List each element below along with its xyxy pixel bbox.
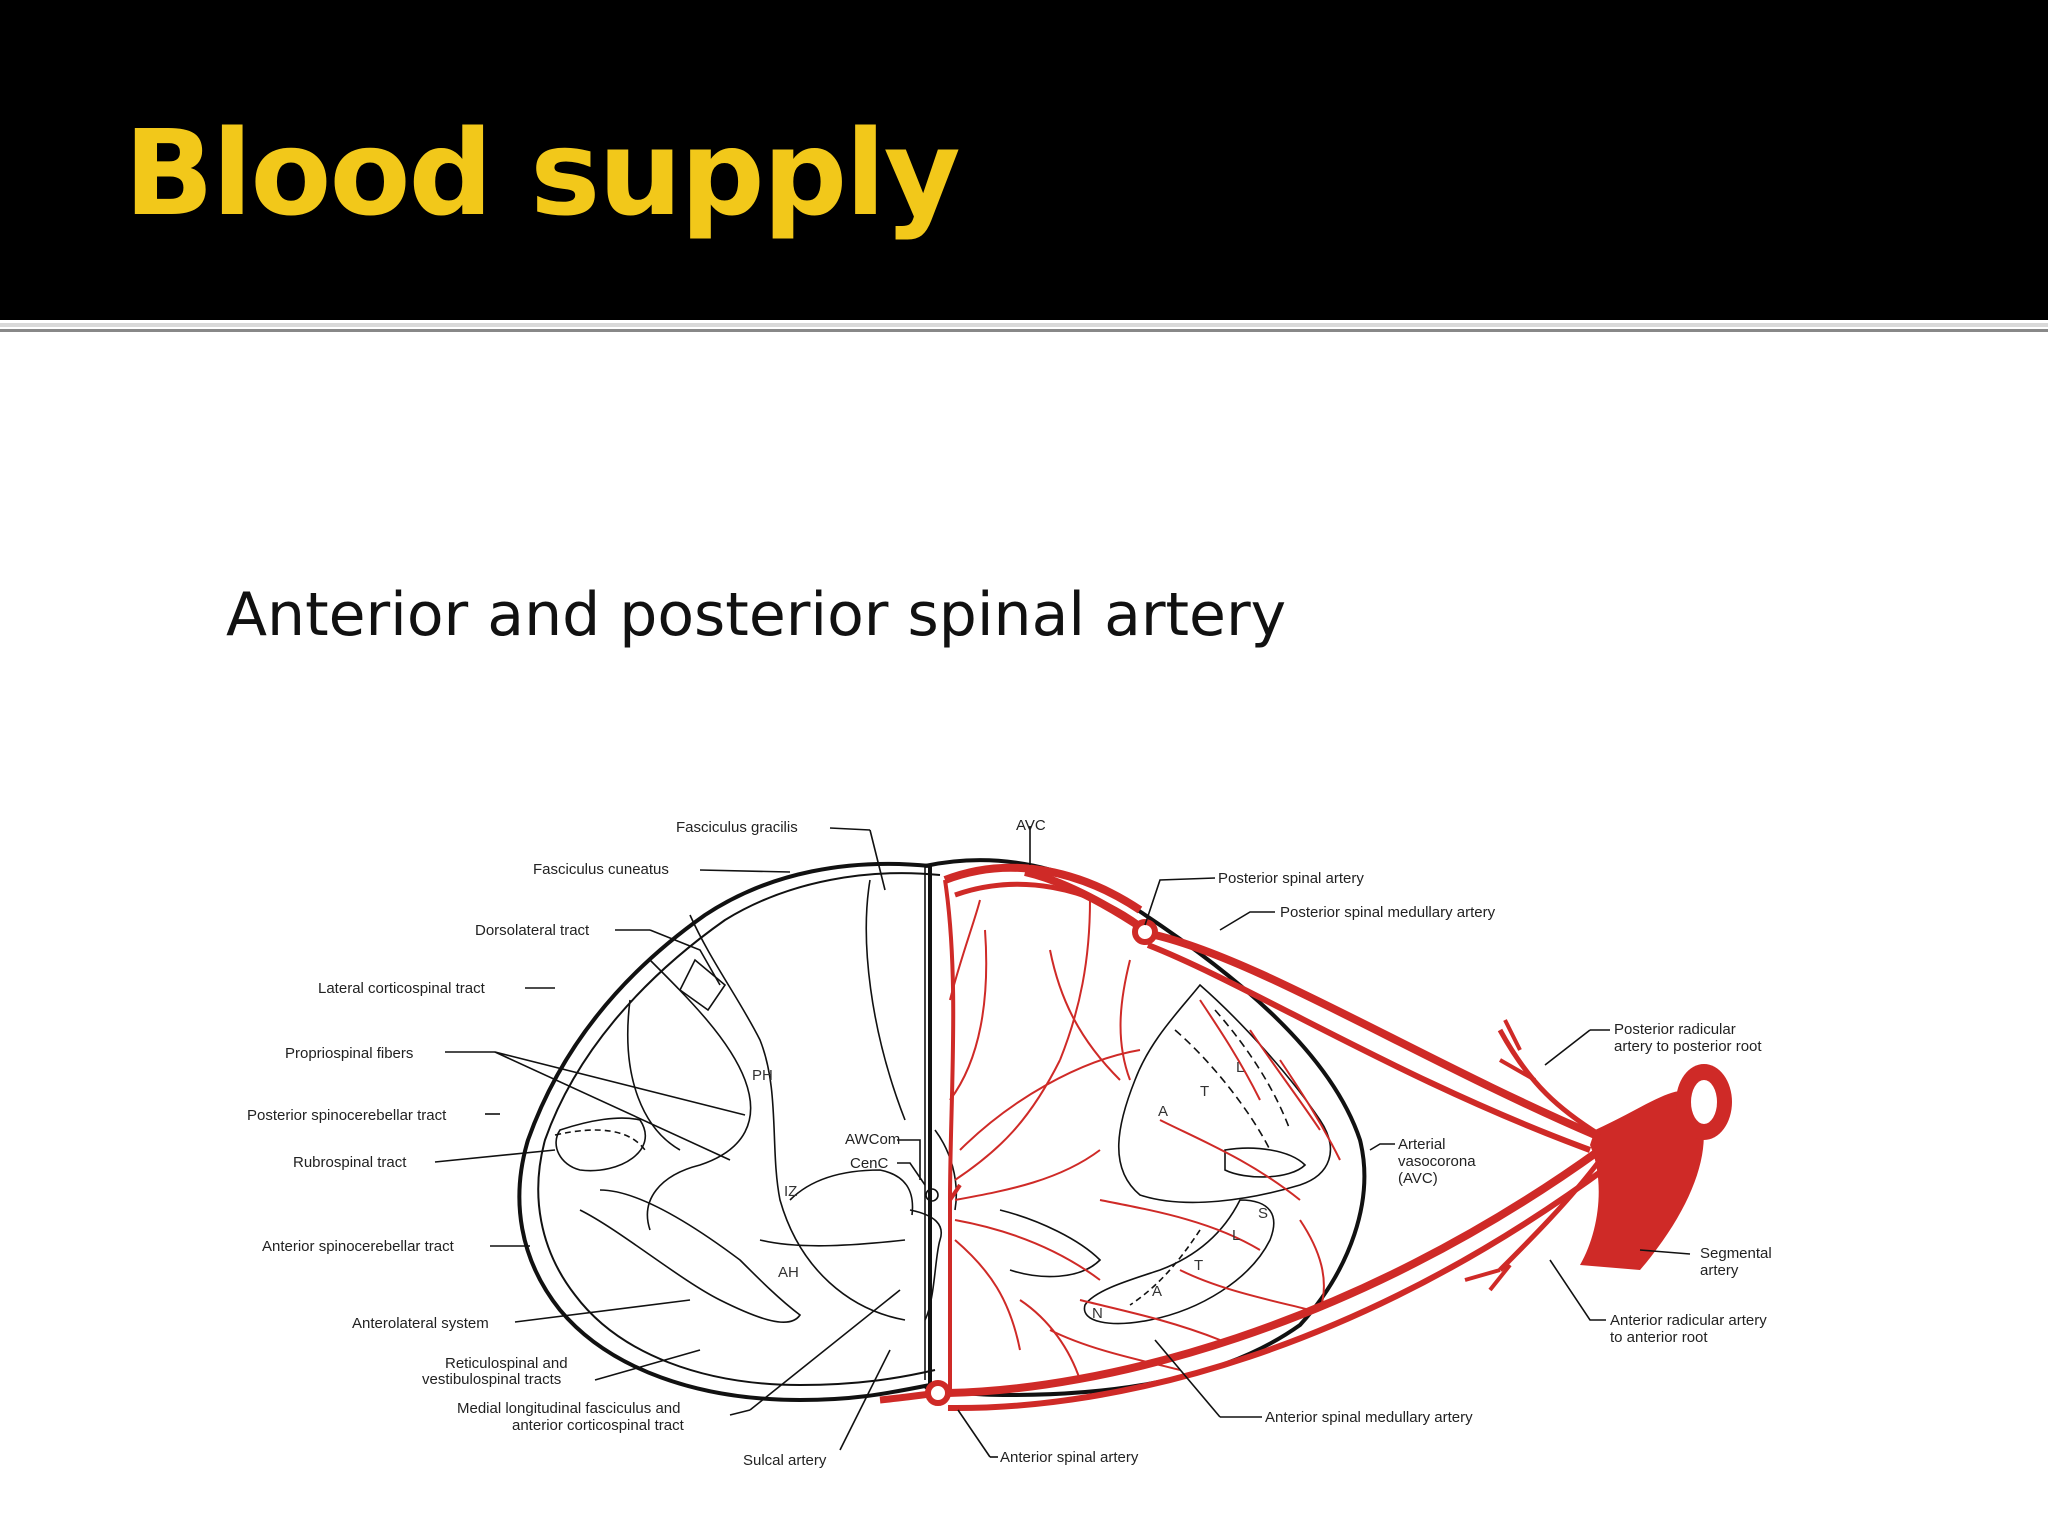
title-divider-shadow [0,329,2048,332]
zone-ph: PH [752,1067,773,1084]
zone-s: S [1258,1205,1268,1222]
label-anterior-spinal-artery: Anterior spinal artery [1000,1449,1139,1466]
title-divider [0,323,2048,327]
label-segmental-2: artery [1700,1262,1739,1279]
label-reticulospinal: Reticulospinal and [445,1355,568,1372]
sulcal-artery-branches [949,899,1341,1381]
label-arterial-vasocorona-2: vasocorona [1398,1153,1476,1170]
label-anterior-radicular-2: to anterior root [1610,1329,1708,1346]
label-leaders [434,826,1691,1458]
label-rubrospinal-tract: Rubrospinal tract [293,1154,407,1171]
label-anterolateral-system: Anterolateral system [352,1315,489,1332]
label-arterial-vasocorona-3: (AVC) [1398,1170,1438,1187]
zone-iz: IZ [784,1183,797,1200]
label-fasciculus-cuneatus: Fasciculus cuneatus [533,861,669,878]
label-vestibulospinal: vestibulospinal tracts [422,1371,561,1388]
label-medial-longitudinal-fasciculus: Medial longitudinal fasciculus and [457,1400,680,1417]
label-dorsolateral-tract: Dorsolateral tract [475,922,590,939]
zone-l2: L [1232,1227,1240,1244]
central-canal [925,1188,939,1202]
segmental-artery [1464,1019,1732,1292]
anterior-spinal-artery [879,1146,1612,1412]
label-posterior-spinocerebellar-tract: Posterior spinocerebellar tract [247,1107,447,1124]
label-posterior-radicular-1: Posterior radicular [1614,1021,1736,1038]
label-anterior-spinal-medullary-artery: Anterior spinal medullary artery [1265,1409,1473,1426]
zone-t2: T [1194,1257,1203,1274]
label-propriospinal-fibers: Propriospinal fibers [285,1045,413,1062]
label-posterior-radicular-2: artery to posterior root [1614,1038,1762,1055]
label-arterial-vasocorona-1: Arterial [1398,1136,1446,1153]
zone-l1: L [1236,1059,1244,1076]
right-half-gray-matter [934,983,1332,1325]
zone-a1: A [1158,1103,1168,1120]
label-fasciculus-gracilis: Fasciculus gracilis [676,819,798,836]
label-segmental-1: Segmental [1700,1245,1772,1262]
zone-a2: A [1152,1283,1162,1300]
posterior-spinal-artery [1024,868,1597,1153]
label-posterior-spinal-artery: Posterior spinal artery [1218,870,1364,887]
label-posterior-spinal-medullary-artery: Posterior spinal medullary artery [1280,904,1496,921]
zone-n: N [1092,1305,1103,1322]
zone-ah: AH [778,1264,799,1281]
left-half-gray-matter [554,879,942,1323]
label-cenc: CenC [850,1155,889,1172]
slide-subtitle: Anterior and posterior spinal artery [226,580,1287,650]
label-awcom: AWCom [845,1131,900,1148]
label-avc-top: AVC [1016,817,1046,834]
label-anterior-spinocerebellar-tract: Anterior spinocerebellar tract [262,1238,455,1255]
label-sulcal-artery: Sulcal artery [743,1452,827,1469]
arterial-vasocorona [943,863,1143,1390]
spinal-cord-outline [517,858,1367,1403]
slide-title: Blood supply [124,104,961,242]
label-anterior-radicular-1: Anterior radicular artery [1610,1312,1767,1329]
zone-t1: T [1200,1083,1209,1100]
label-anterior-corticospinal-tract: anterior corticospinal tract [512,1417,685,1434]
title-bar [0,0,2048,320]
label-lateral-corticospinal-tract: Lateral corticospinal tract [318,980,486,997]
